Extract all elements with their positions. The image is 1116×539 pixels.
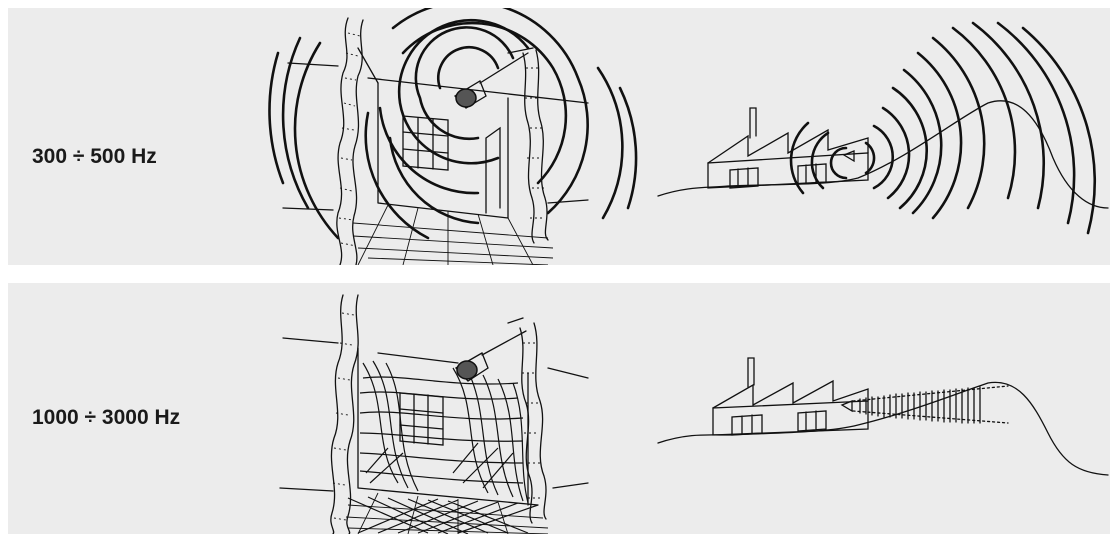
low-frequency-panel: 300 ÷ 500 Hz: [8, 8, 1110, 265]
factory-hill-icon: [658, 23, 1108, 233]
wall-section-right-icon: [523, 50, 548, 243]
loudspeaker-icon: [456, 331, 526, 381]
factory-hill-icon: [658, 358, 1108, 475]
high-frequency-panel: 1000 ÷ 3000 Hz: [8, 283, 1110, 534]
loudspeaker-room-icon: [269, 8, 636, 265]
loudspeaker-icon: [455, 53, 528, 108]
wall-section-left-icon: [337, 18, 363, 265]
loudspeaker-room-icon: [280, 295, 588, 534]
low-frequency-waves: [269, 8, 636, 238]
wall-section-right-icon: [520, 323, 546, 523]
wall-section-left-icon: [331, 295, 358, 534]
low-frequency-illustration: [8, 8, 1110, 265]
factory-icon: [713, 358, 868, 435]
high-frequency-reflections: [348, 361, 538, 534]
low-frequency-waves: [791, 23, 1095, 233]
window-icon: [403, 116, 448, 170]
high-frequency-illustration: [8, 283, 1110, 534]
high-frequency-beam: [853, 386, 1008, 423]
